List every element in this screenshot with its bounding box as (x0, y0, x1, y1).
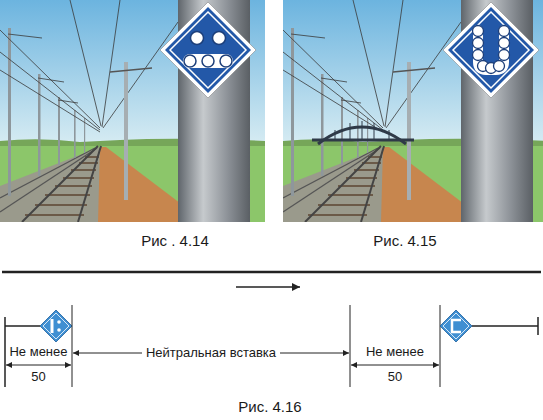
extension-line (440, 305, 441, 387)
railway-scene (0, 0, 265, 222)
figure-caption: Рис. 4.15 (373, 232, 436, 249)
bridge-deck (312, 139, 414, 142)
lamp (191, 32, 204, 45)
dimension-label: Не менее (9, 345, 67, 360)
figure-caption: Рис. 4.16 (238, 398, 301, 415)
railway-scene (283, 0, 543, 222)
lamp (473, 38, 484, 49)
lamp (184, 55, 196, 67)
hanger (374, 123, 375, 140)
sign-post (5, 325, 40, 327)
sign-border (43, 313, 69, 339)
extension-line (4, 317, 6, 387)
dimension-label: Не менее (366, 345, 424, 360)
sign-post (472, 325, 538, 327)
sign-symbol (183, 32, 233, 69)
sign-on (440, 310, 472, 342)
bridge (312, 121, 414, 144)
dimension-value: 50 (31, 370, 45, 385)
lamp (499, 50, 510, 61)
figure-4-14 (0, 0, 265, 222)
figure-4-16 (2, 272, 541, 387)
hanger (335, 130, 336, 140)
sign-symbol (473, 26, 510, 74)
lamp (213, 32, 226, 45)
hanger (350, 123, 351, 140)
lamp (494, 61, 505, 72)
lamp (202, 55, 214, 67)
lamp (499, 26, 510, 37)
extension-line (350, 305, 351, 387)
figure-4-15 (283, 0, 543, 222)
sign-c (452, 320, 461, 332)
lamp (220, 55, 232, 67)
figure-caption: Рис . 4.14 (141, 232, 209, 249)
lamp (499, 38, 510, 49)
dimension-value: 50 (388, 370, 402, 385)
hanger (362, 121, 363, 140)
extension-line (72, 305, 73, 387)
bridge-hangers (335, 121, 389, 140)
lamp (473, 50, 484, 61)
sign-dot (57, 320, 61, 324)
dimension-line (351, 365, 439, 366)
hanger (389, 130, 390, 140)
contact-wire (2, 271, 541, 274)
sign-border (443, 313, 469, 339)
tick (537, 317, 539, 335)
dimension-label: Нейтральная вставка (142, 346, 280, 361)
sign-bar (51, 319, 54, 333)
sign-dot (57, 328, 61, 332)
sign-off (40, 310, 72, 342)
direction-arrow (236, 286, 300, 287)
lamp (473, 26, 484, 37)
dimension-line (6, 365, 71, 366)
lamp-bar (183, 54, 233, 68)
